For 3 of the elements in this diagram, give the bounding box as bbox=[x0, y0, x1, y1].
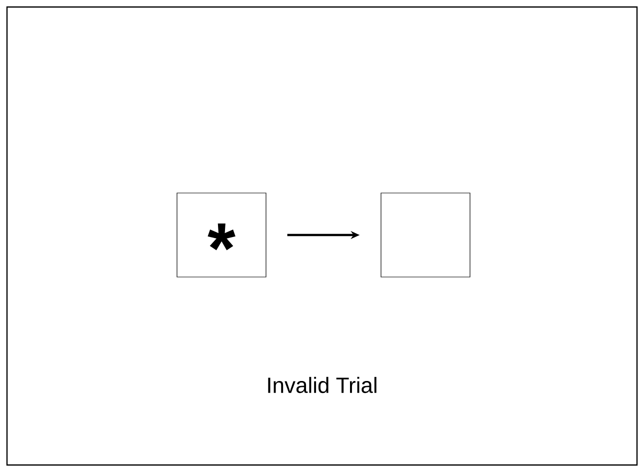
symbol-box: * bbox=[176, 192, 266, 278]
caption-text: Invalid Trial bbox=[268, 376, 376, 394]
empty-box bbox=[380, 192, 470, 278]
